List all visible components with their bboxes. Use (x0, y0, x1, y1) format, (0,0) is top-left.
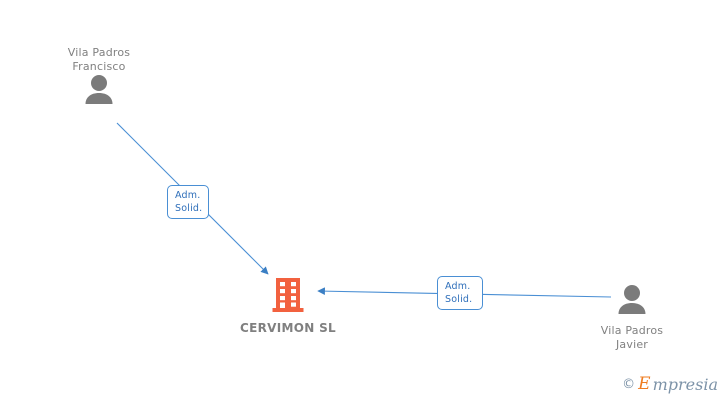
edge-label-francisco-cervimon[interactable]: Adm. Solid. (167, 185, 209, 219)
building-icon (228, 277, 348, 317)
node-label-company-cervimon: CERVIMON SL (240, 321, 336, 335)
edge-label-javier-cervimon[interactable]: Adm. Solid. (437, 276, 483, 310)
watermark-brand-initial: E (638, 374, 651, 394)
node-person-francisco[interactable]: Vila Padros Francisco (39, 46, 159, 108)
copyright-icon: © (622, 376, 636, 392)
node-person-javier[interactable]: Vila Padros Javier (575, 284, 689, 352)
node-company-cervimon[interactable]: CERVIMON SL (228, 277, 348, 335)
person-icon (575, 284, 689, 318)
node-label-person-francisco: Vila Padros Francisco (67, 46, 131, 73)
person-icon (39, 74, 159, 108)
empresia-watermark: © E mpresia (622, 374, 718, 394)
node-label-person-javier: Vila Padros Javier (600, 324, 664, 351)
watermark-brand-text: mpresia (652, 374, 718, 394)
